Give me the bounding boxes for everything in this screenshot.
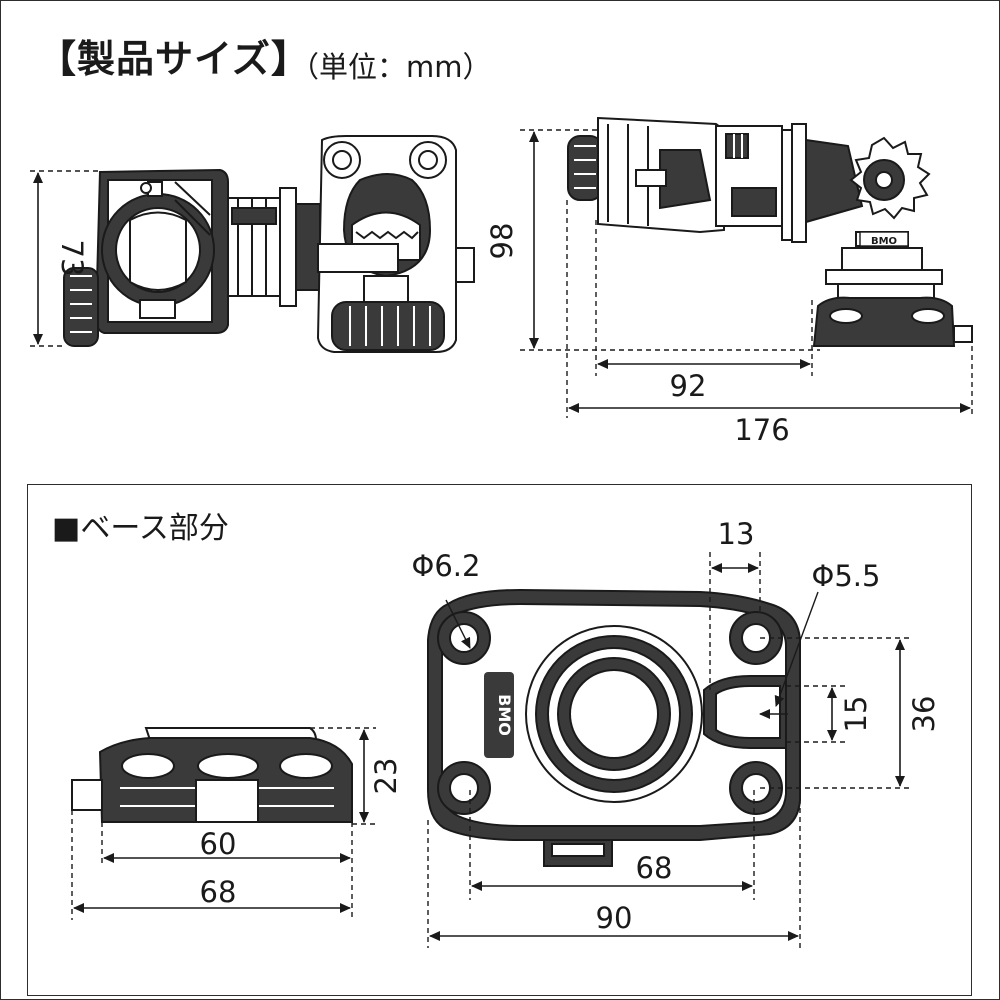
dim-label-base-height: 23 <box>369 758 403 795</box>
base-section-frame <box>27 484 972 996</box>
brand-label-side: BMO <box>871 236 897 247</box>
base-section-title: ■ベース部分 <box>52 511 229 546</box>
dim-label-base-width-inner: 60 <box>200 827 237 861</box>
dim-label-base-width-outer: 68 <box>200 875 237 909</box>
dim-base-width-outer: 68 <box>71 810 351 920</box>
dim-side-base-width: 92 <box>595 220 813 403</box>
front-view-drawing <box>63 135 475 353</box>
brand-mark-base: BMO <box>484 672 514 758</box>
dim-label-slot-offset: 13 <box>718 517 755 551</box>
dim-side-total-width: 176 <box>566 200 973 447</box>
dim-label-hole-small: Φ5.5 <box>812 559 881 593</box>
dim-label-front-height: 73 <box>55 240 89 277</box>
page-title: 【製品サイズ】 <box>38 37 310 81</box>
dim-label-hole-pitch-v: 36 <box>907 696 941 733</box>
dim-hole-pitch-v: 36 <box>760 637 941 789</box>
dim-side-height: 98 <box>485 129 820 351</box>
dim-label-side-total-width: 176 <box>734 413 789 447</box>
dim-base-top-width: 90 <box>427 790 801 948</box>
base-top-drawing <box>427 588 801 867</box>
dim-front-height: 73 <box>30 170 100 347</box>
dim-base-height: 23 <box>310 727 403 825</box>
dim-slot-offset: 13 <box>709 517 761 690</box>
dim-label-hole-large: Φ6.2 <box>412 549 481 583</box>
brand-mark-side: BMO <box>859 231 909 247</box>
dim-base-width-inner: 60 <box>101 822 353 920</box>
dim-label-slot-width: 15 <box>839 696 873 733</box>
dim-hole-pitch-h: 68 <box>469 790 755 900</box>
dim-slot-width: 15 <box>786 685 873 743</box>
dim-label-base-top-width: 90 <box>596 901 633 935</box>
dim-label-side-height: 98 <box>485 223 519 260</box>
unit-note: （単位：mm） <box>290 50 492 84</box>
side-view-drawing <box>567 116 973 347</box>
callout-hole-large: Φ6.2 <box>412 549 481 649</box>
callout-hole-small: Φ5.5 <box>759 559 881 719</box>
brand-label-base: BMO <box>495 694 514 736</box>
dim-label-side-base-width: 92 <box>670 369 707 403</box>
base-side-drawing <box>71 727 353 823</box>
dim-label-hole-pitch-h: 68 <box>636 851 673 885</box>
